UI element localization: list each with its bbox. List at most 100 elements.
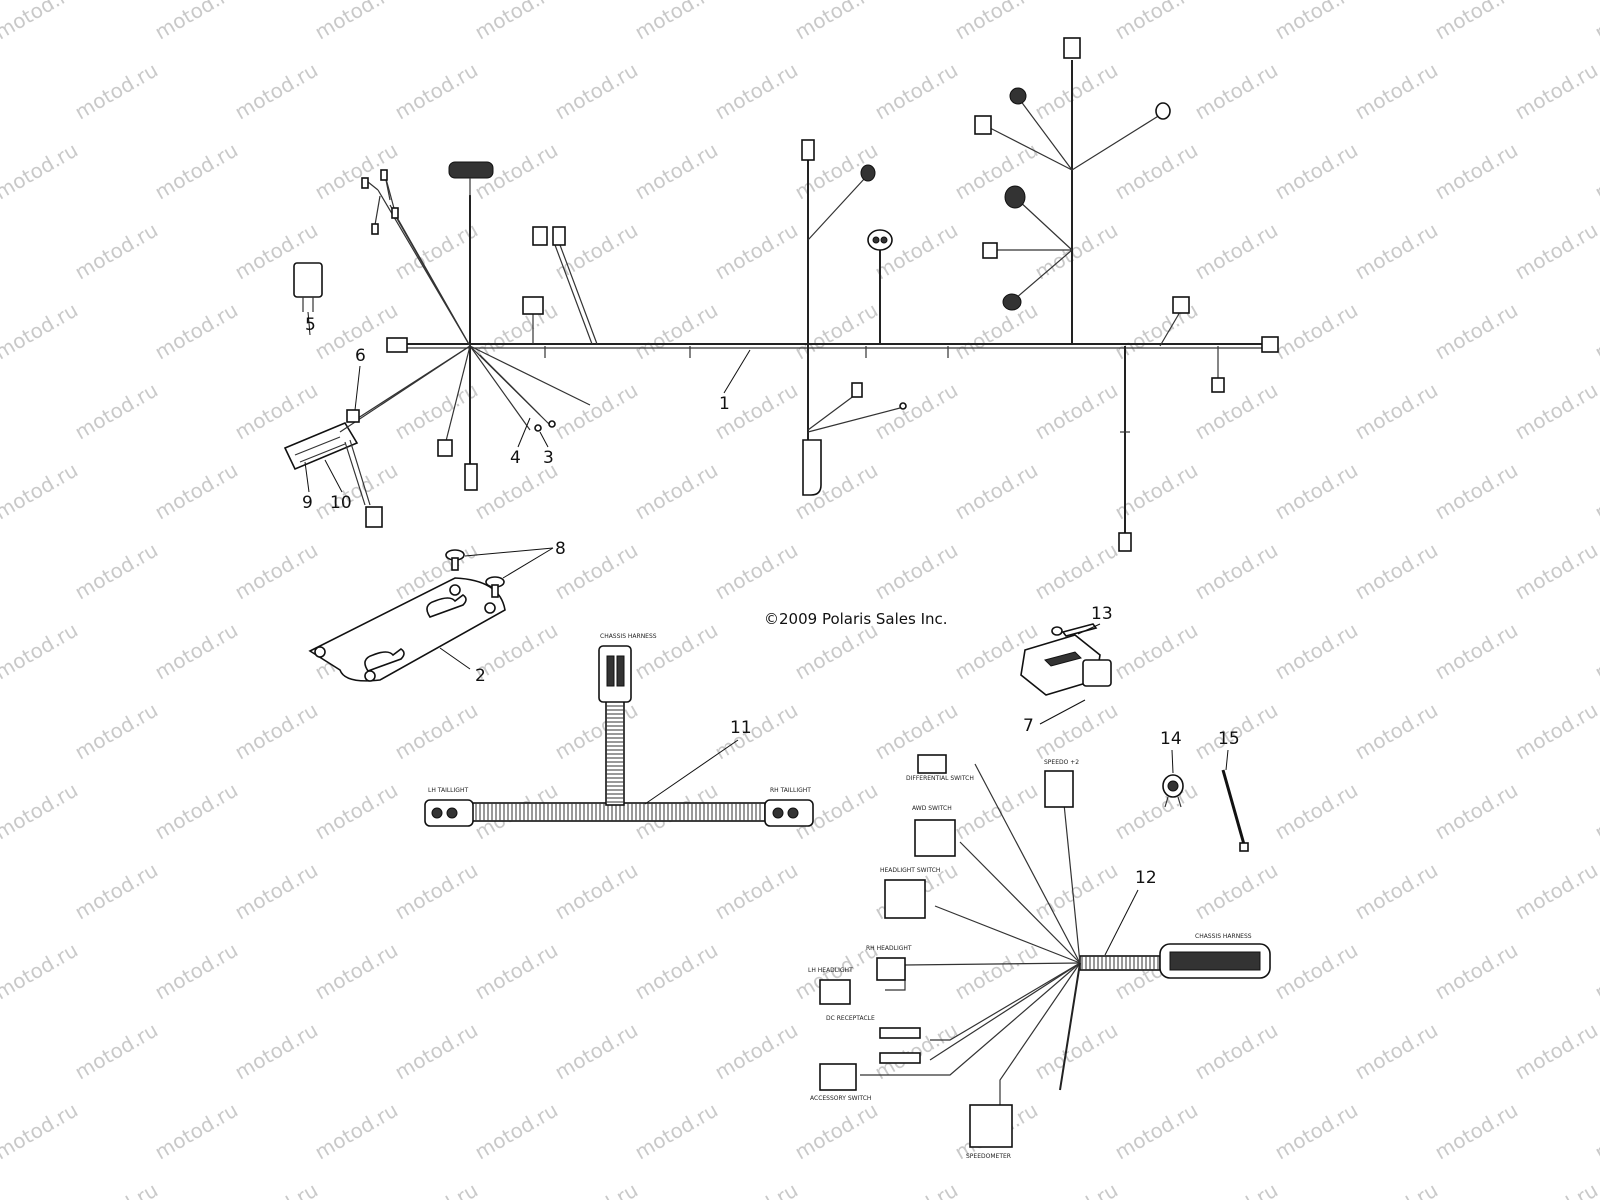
watermark-text: motod.ru: [631, 618, 722, 685]
watermark-text: motod.ru: [1191, 378, 1282, 445]
watermark-text: motod.ru: [1431, 138, 1522, 205]
watermark-text: motod.ru: [711, 858, 802, 925]
callouts: 1 2 3 4 5 6 7 8 9 10 11 12 13 14 15: [302, 311, 1240, 956]
watermark-text: motod.ru: [1591, 1098, 1600, 1165]
watermark-text: motod.ru: [0, 218, 2, 285]
watermark-text: motod.ru: [0, 778, 82, 845]
watermark-text: motod.ru: [631, 138, 722, 205]
watermark-text: motod.ru: [1351, 1018, 1442, 1085]
trunk-left-connector: [386, 337, 408, 353]
watermark-text: motod.ru: [311, 938, 402, 1005]
watermark-text: motod.ru: [1111, 1098, 1202, 1165]
taillight-harness: CHASSIS HARNESS LH TAILLIGHT RH TAILLIGH…: [424, 633, 814, 827]
watermark-text: motod.ru: [1271, 298, 1362, 365]
callout-10: 10: [330, 493, 352, 513]
watermark-text: motod.ru: [311, 0, 402, 44]
watermark-text: motod.ru: [551, 1018, 642, 1085]
accessory-switch-connector: [819, 1063, 857, 1091]
watermark-text: motod.ru: [71, 538, 162, 605]
watermark-text: motod.ru: [1511, 698, 1600, 765]
connector-533: [522, 296, 544, 315]
watermark-text: motod.ru: [1271, 1098, 1362, 1165]
watermark-text: motod.ru: [791, 298, 882, 365]
callout-13: 13: [1091, 604, 1113, 624]
dc-receptacle-label: DC RECEPTACLE: [826, 1015, 875, 1022]
watermark-text: motod.ru: [1031, 378, 1122, 445]
watermark-text: motod.ru: [1031, 858, 1122, 925]
watermark-text: motod.ru: [311, 778, 402, 845]
watermark-text: motod.ru: [1111, 618, 1202, 685]
callout-5: 5: [305, 315, 316, 335]
watermark-text: motod.ru: [1271, 138, 1362, 205]
mounting-plate: [308, 577, 506, 682]
watermark-text: motod.ru: [631, 1098, 722, 1165]
speedo-connector: [1044, 770, 1074, 808]
watermark-text: motod.ru: [1271, 778, 1362, 845]
watermark-text: motod.ru: [1031, 538, 1122, 605]
dash-harness: DIFFERENTIAL SWITCH SPEEDO +2 AWD SWITCH…: [808, 754, 1271, 1160]
watermark-text: motod.ru: [1031, 1018, 1122, 1085]
watermark-text: motod.ru: [71, 698, 162, 765]
watermark-text: motod.ru: [551, 1178, 642, 1200]
watermark-text: motod.ru: [71, 218, 162, 285]
main-chassis-harness: [283, 37, 1279, 552]
watermark-text: motod.ru: [391, 1018, 482, 1085]
trunk-right-connector: [1261, 336, 1279, 353]
watermark-text: motod.ru: [231, 858, 322, 925]
watermark-text: motod.ru: [231, 378, 322, 445]
watermark-text: motod.ru: [1511, 58, 1600, 125]
watermark-text: motod.ru: [0, 298, 82, 365]
chassis-harness-top-label: CHASSIS HARNESS: [600, 633, 657, 640]
watermark-text: motod.ru: [0, 378, 2, 445]
dc-receptacle-terminal-1: [879, 1027, 921, 1039]
callout-7: 7: [1023, 716, 1034, 736]
watermark-text: motod.ru: [631, 298, 722, 365]
watermark-text: motod.ru: [711, 1178, 802, 1200]
watermark-text: motod.ru: [471, 0, 562, 44]
loom-ribs-dash: [1081, 956, 1159, 970]
watermark-text: motod.ru: [1191, 58, 1282, 125]
watermark-text: motod.ru: [951, 778, 1042, 845]
watermark-text: motod.ru: [1431, 938, 1522, 1005]
fuse-box-pigtail-connector: [365, 506, 383, 528]
watermark-text: motod.ru: [0, 458, 82, 525]
watermark-text: motod.ru: [1031, 58, 1122, 125]
watermark-text: motod.ru: [311, 138, 402, 205]
watermark-text: motod.ru: [0, 1098, 82, 1165]
watermark-text: motod.ru: [231, 698, 322, 765]
watermark-text: motod.ru: [551, 698, 642, 765]
watermark-text: motod.ru: [791, 1098, 882, 1165]
watermark-text: motod.ru: [151, 138, 242, 205]
watermark-text: motod.ru: [1431, 778, 1522, 845]
watermark-text: motod.ru: [1351, 58, 1442, 125]
connector-880: [867, 229, 893, 251]
watermark-text: motod.ru: [151, 938, 242, 1005]
watermark-text: motod.ru: [391, 858, 482, 925]
callout-11: 11: [730, 718, 752, 738]
watermark-text: motod.ru: [1271, 938, 1362, 1005]
watermark-text: motod.ru: [0, 1178, 2, 1200]
watermark-text: motod.ru: [551, 858, 642, 925]
watermark-text: motod.ru: [1031, 698, 1122, 765]
watermark-text: motod.ru: [71, 58, 162, 125]
watermark-text: motod.ru: [0, 618, 82, 685]
watermark-text: motod.ru: [1591, 458, 1600, 525]
watermark-text: motod.ru: [1351, 218, 1442, 285]
watermark-text: motod.ru: [71, 1178, 162, 1200]
chassis-harness-right-label: CHASSIS HARNESS: [1195, 933, 1252, 940]
fuse-box: [283, 421, 359, 471]
watermark-text: motod.ru: [711, 538, 802, 605]
watermark-text: motod.ru: [471, 938, 562, 1005]
watermark-text: motod.ru: [1191, 218, 1282, 285]
watermark-text: motod.ru: [1351, 698, 1442, 765]
watermark-text: motod.ru: [1351, 858, 1442, 925]
watermark-text: motod.ru: [1271, 0, 1362, 44]
watermark-text: motod.ru: [151, 458, 242, 525]
speedometer-label: SPEEDOMETER: [966, 1153, 1011, 1160]
watermark-text: motod.ru: [151, 1098, 242, 1165]
watermark-text: motod.ru: [151, 778, 242, 845]
watermark-text: motod.ru: [1591, 138, 1600, 205]
speedo-label: SPEEDO +2: [1044, 759, 1079, 766]
watermark-text: motod.ru: [871, 1178, 962, 1200]
